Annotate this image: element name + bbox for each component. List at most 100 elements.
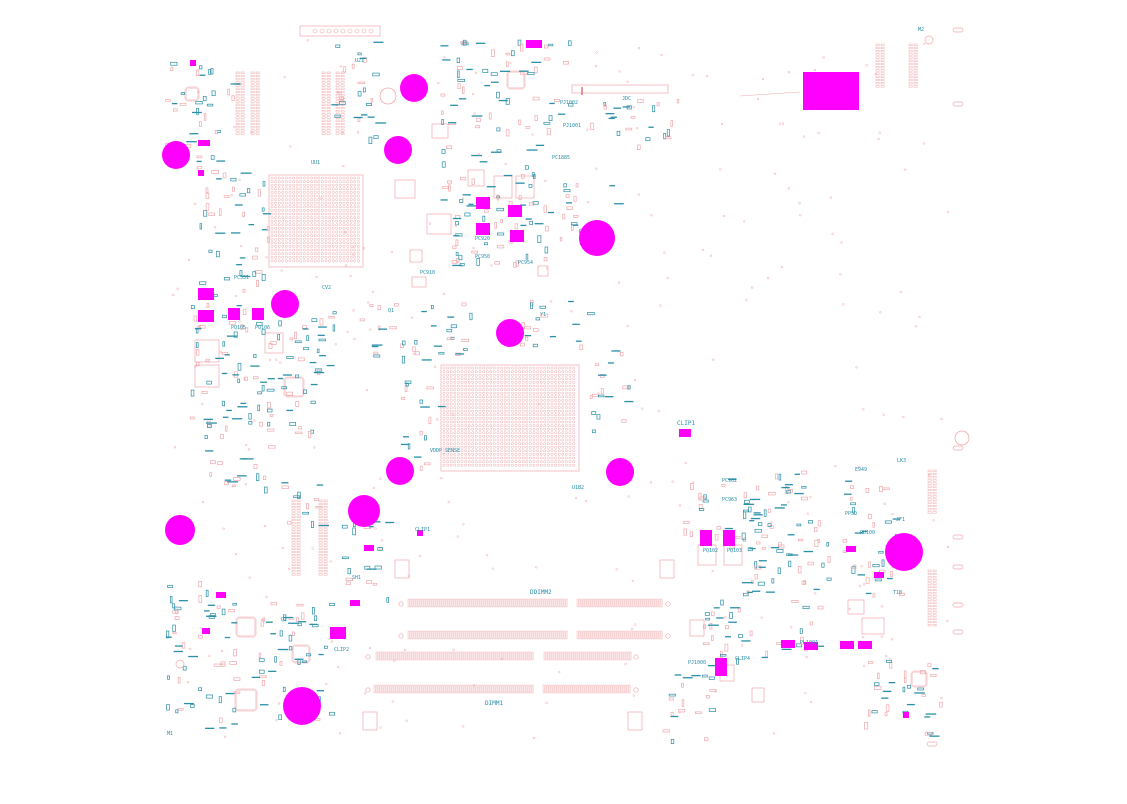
- mounting-hole-2: [384, 136, 412, 164]
- passive-0-22: [208, 69, 211, 75]
- passive-3-30: [328, 316, 335, 319]
- passive-13-8: [530, 302, 533, 310]
- via-89: [663, 251, 666, 254]
- marker-pad-11: [228, 308, 240, 320]
- via-137: [848, 607, 851, 611]
- passive-18-22: [765, 650, 768, 658]
- passive-11-20: [548, 115, 553, 121]
- marker-pad-3: [198, 170, 204, 176]
- ref-label-cv2: CV2: [322, 285, 332, 291]
- via-110: [923, 42, 926, 46]
- passive-22-1: [357, 81, 365, 85]
- passive-15-32: [698, 508, 705, 512]
- passive-4-16: [207, 424, 212, 428]
- header-j9: [927, 469, 937, 514]
- via-6: [353, 337, 356, 341]
- passive-15-6: [756, 485, 760, 491]
- ref-label-pc954: PC954: [518, 260, 534, 266]
- passive-22-7: [366, 103, 372, 106]
- passive-12-52: [525, 253, 529, 260]
- marker-pad-23: [781, 640, 795, 648]
- ref-label-clip2: CLIP2: [334, 647, 350, 653]
- passive-11-38: [505, 98, 510, 105]
- via-9: [855, 366, 858, 369]
- top-connector-pin-4: [340, 28, 346, 34]
- passive-12-19: [471, 178, 475, 185]
- passive-21-9: [704, 737, 709, 742]
- passive-20-13: [874, 686, 882, 690]
- passive-20-23: [886, 659, 892, 663]
- passive-15-34: [703, 494, 707, 500]
- via-139: [842, 303, 845, 306]
- passive-3-3: [318, 338, 326, 342]
- ref-label-pq103: PQ103: [727, 548, 743, 554]
- passive-22-0: [351, 63, 355, 69]
- inductor-21: [537, 265, 549, 277]
- passive-11-0: [456, 57, 461, 64]
- passive-0-14: [179, 102, 187, 106]
- passive-5-8: [205, 589, 209, 597]
- via-157: [265, 595, 268, 598]
- passive-8-21: [446, 337, 455, 340]
- via-226: [325, 682, 328, 686]
- passive-17-2: [787, 489, 793, 493]
- passive-0-24: [214, 129, 218, 134]
- via-257: [546, 267, 549, 270]
- via-146: [173, 446, 177, 449]
- inductor-14: [362, 711, 378, 731]
- passive-1-26: [205, 203, 210, 211]
- via-169: [862, 583, 866, 586]
- dimm2-row-d: [576, 630, 663, 640]
- passive-15-19: [721, 483, 726, 487]
- passive-1-28: [239, 270, 243, 277]
- passive-24-3: [305, 503, 309, 510]
- inductor-1: [426, 213, 452, 235]
- passive-21-7: [668, 697, 674, 701]
- passive-5-22: [219, 717, 223, 723]
- passive-19-0: [898, 592, 905, 596]
- via-98: [595, 167, 598, 170]
- passive-6-2: [306, 653, 312, 657]
- mounting-hole-7: [606, 458, 634, 486]
- via-170: [829, 196, 832, 199]
- passive-3-16: [303, 347, 310, 351]
- via-160: [230, 193, 233, 197]
- dimm-key-hole-0: [398, 601, 404, 607]
- via-109: [706, 75, 709, 78]
- via-218: [234, 552, 238, 556]
- passive-1-3: [203, 210, 208, 217]
- via-87: [454, 224, 457, 227]
- passive-9-4: [424, 435, 427, 441]
- passive-9-11: [419, 465, 423, 471]
- passive-6-16: [261, 679, 266, 686]
- via-151: [313, 446, 316, 449]
- mounting-hole-5: [496, 319, 524, 347]
- passive-6-24: [259, 669, 265, 674]
- passive-23-1: [559, 236, 563, 242]
- ref-label-pq106: PQ106: [255, 325, 271, 331]
- passive-20-10: [917, 687, 924, 691]
- passive-15-14: [698, 496, 707, 501]
- passive-2-1: [237, 378, 241, 383]
- passive-1-23: [232, 186, 235, 192]
- via-5: [418, 554, 422, 557]
- via-69: [280, 269, 283, 272]
- ref-label-lk3: LK3: [897, 458, 907, 464]
- passive-10-3: [591, 393, 599, 397]
- via-95: [798, 201, 801, 205]
- passive-2-16: [189, 416, 195, 420]
- passive-11-29: [510, 50, 515, 57]
- via-231: [288, 567, 291, 571]
- marker-pad-28: [903, 712, 909, 718]
- marker-pad-0: [526, 40, 542, 48]
- ref-label-clip-center: CLIP1: [415, 527, 431, 533]
- via-173: [879, 311, 882, 314]
- via-236: [770, 521, 773, 524]
- via-19: [904, 168, 907, 171]
- dimm1-row-d: [542, 684, 631, 694]
- via-76: [814, 592, 817, 595]
- passive-11-25: [496, 127, 501, 132]
- marker-pad-5: [476, 197, 490, 209]
- via-131: [222, 527, 225, 530]
- passive-15-23: [743, 492, 747, 499]
